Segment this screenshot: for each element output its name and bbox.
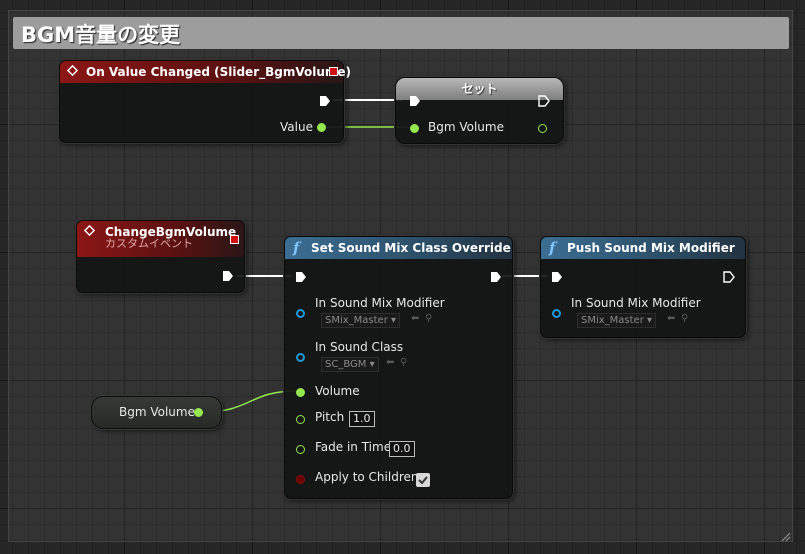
dropdown-icon: ▾: [391, 315, 397, 326]
push-sound-mix-title: Push Sound Mix Modifier: [567, 241, 735, 255]
set-bgm-volume-out-pin[interactable]: [538, 124, 547, 133]
push-in-sound-mix-modifier-label: In Sound Mix Modifier: [571, 296, 701, 310]
set-sound-mix-class-override-node[interactable]: f Set Sound Mix Class Override In Sound …: [284, 236, 513, 499]
function-icon: f: [549, 239, 556, 257]
apply-to-children-pin[interactable]: [296, 475, 305, 484]
custom-event-exec-out-pin[interactable]: [222, 270, 234, 282]
pitch-input[interactable]: 1.0: [349, 411, 375, 427]
comment-title: BGM音量の変更: [21, 23, 181, 47]
use-selected-arrow-icon[interactable]: ⬅: [386, 357, 395, 368]
set-node-title: セット: [461, 82, 498, 96]
bgm-volume-getter-label: Bgm Volume: [119, 405, 195, 419]
set-bgm-volume-in-pin[interactable]: [410, 124, 419, 133]
use-selected-arrow-icon[interactable]: ⬅: [411, 313, 420, 324]
comment-resize-grip-icon[interactable]: [779, 530, 791, 542]
pitch-pin[interactable]: [296, 415, 305, 424]
value-output-pin[interactable]: [317, 123, 326, 132]
set-sound-mix-header[interactable]: f Set Sound Mix Class Override: [285, 237, 512, 259]
in-sound-class-select[interactable]: SC_BGM ▾: [321, 357, 379, 372]
comment-header[interactable]: BGM音量の変更: [13, 17, 789, 49]
push-in-sound-mix-modifier-value: SMix_Master: [581, 315, 644, 326]
in-sound-class-value: SC_BGM: [325, 359, 367, 370]
in-sound-class-pin[interactable]: [296, 353, 305, 362]
on-value-changed-header[interactable]: On Value Changed (Slider_BgmVolume): [60, 61, 351, 83]
dropdown-icon: ▾: [647, 315, 653, 326]
use-selected-arrow-icon[interactable]: ⬅: [667, 313, 676, 324]
set-variable-node[interactable]: セット Bgm Volume: [395, 77, 564, 144]
fade-in-time-input[interactable]: 0.0: [389, 441, 415, 457]
delegate-pin-icon[interactable]: [230, 235, 239, 244]
push-sound-mix-modifier-node[interactable]: f Push Sound Mix Modifier In Sound Mix M…: [540, 236, 746, 338]
on-value-changed-node[interactable]: On Value Changed (Slider_BgmVolume) Valu…: [59, 60, 351, 143]
set-exec-out-pin[interactable]: [538, 95, 550, 107]
change-bgm-volume-title: ChangeBgmVolume: [105, 225, 237, 239]
apply-to-children-label: Apply to Children: [315, 470, 419, 484]
apply-to-children-checkbox[interactable]: [416, 473, 430, 487]
exec-out-pin[interactable]: [319, 95, 331, 107]
set-sound-mix-title: Set Sound Mix Class Override: [311, 241, 511, 255]
set-bgm-volume-label: Bgm Volume: [428, 120, 504, 134]
set-sound-mix-exec-in-pin[interactable]: [295, 271, 307, 283]
custom-event-subtitle: カスタムイベント: [105, 237, 193, 250]
in-sound-mix-modifier-value: SMix_Master: [325, 315, 388, 326]
bgm-volume-getter-out-pin[interactable]: [194, 408, 203, 417]
in-sound-mix-modifier-pin[interactable]: [296, 309, 305, 318]
function-icon: f: [293, 239, 300, 257]
value-label: Value: [280, 120, 313, 134]
volume-pin[interactable]: [296, 388, 305, 397]
delegate-pin-icon[interactable]: [329, 67, 338, 76]
push-sound-mix-exec-out-pin[interactable]: [723, 271, 735, 283]
on-value-changed-title: On Value Changed (Slider_BgmVolume): [86, 65, 352, 79]
push-in-sound-mix-modifier-pin[interactable]: [552, 309, 561, 318]
push-in-sound-mix-modifier-select[interactable]: SMix_Master ▾: [577, 313, 657, 328]
push-sound-mix-header[interactable]: f Push Sound Mix Modifier: [541, 237, 745, 259]
volume-label: Volume: [315, 384, 360, 398]
browse-search-icon[interactable]: ⚲: [400, 357, 408, 368]
set-exec-in-pin[interactable]: [409, 95, 421, 107]
pitch-label: Pitch: [315, 410, 345, 424]
push-sound-mix-exec-in-pin[interactable]: [551, 271, 563, 283]
change-bgm-volume-event-node[interactable]: ChangeBgmVolume カスタムイベント: [76, 220, 245, 293]
in-sound-class-label: In Sound Class: [315, 340, 404, 354]
set-node-header[interactable]: セット: [396, 78, 563, 100]
fade-in-time-label: Fade in Time: [315, 440, 392, 454]
event-diamond-icon: [83, 224, 96, 237]
dropdown-icon: ▾: [369, 359, 375, 370]
event-diamond-icon: [66, 64, 79, 77]
browse-search-icon[interactable]: ⚲: [425, 313, 433, 324]
browse-search-icon[interactable]: ⚲: [681, 313, 689, 324]
bgm-volume-getter-node[interactable]: Bgm Volume: [91, 396, 222, 429]
fade-in-time-pin[interactable]: [296, 445, 305, 454]
change-bgm-volume-header[interactable]: ChangeBgmVolume カスタムイベント: [77, 221, 244, 257]
in-sound-mix-modifier-label: In Sound Mix Modifier: [315, 296, 445, 310]
in-sound-mix-modifier-select[interactable]: SMix_Master ▾: [321, 313, 401, 328]
set-sound-mix-exec-out-pin[interactable]: [490, 271, 502, 283]
